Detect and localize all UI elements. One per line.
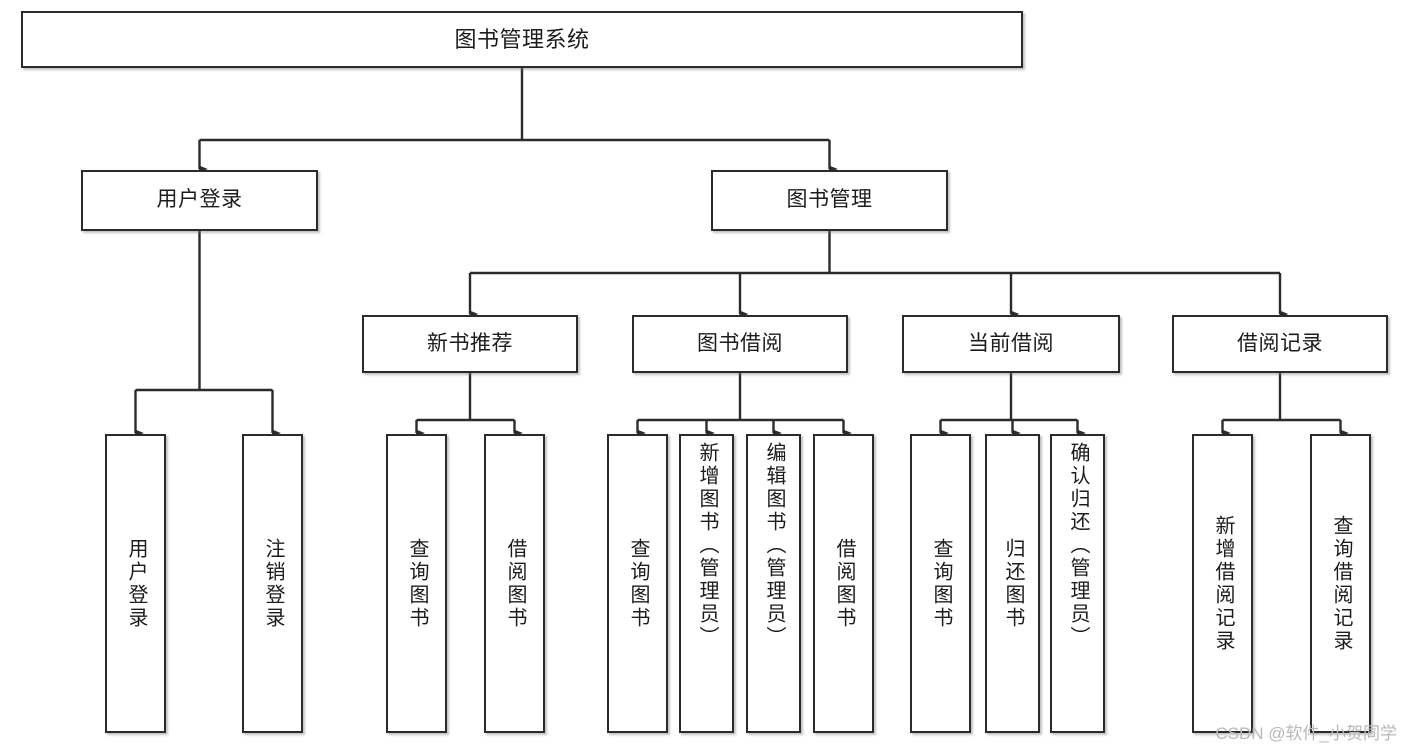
node-leaf-add-borrow-rec-label: 新增借阅记录 xyxy=(1212,514,1234,653)
node-leaf-borrow-book-1[interactable]: 借阅图书 xyxy=(484,434,545,733)
node-leaf-edit-book-admin-label: 编辑图书（管理员） xyxy=(763,442,785,649)
node-leaf-user-login[interactable]: 用户登录 xyxy=(105,434,166,733)
node-leaf-logout-login-label: 注销登录 xyxy=(262,537,284,630)
node-leaf-add-book-admin[interactable]: 新增图书（管理员） xyxy=(679,434,734,733)
node-root-title[interactable]: 图书管理系统 xyxy=(21,11,1023,68)
node-leaf-query-book-1[interactable]: 查询图书 xyxy=(386,434,447,733)
node-current-borrow-label: 当前借阅 xyxy=(968,331,1054,355)
node-borrow-record[interactable]: 借阅记录 xyxy=(1172,315,1388,373)
node-leaf-query-book-2-label: 查询图书 xyxy=(627,537,649,630)
node-leaf-confirm-return-label: 确认归还（管理员） xyxy=(1067,442,1089,649)
node-book-borrow-label: 图书借阅 xyxy=(697,331,783,355)
node-borrow-record-label: 借阅记录 xyxy=(1237,331,1323,355)
node-user-login[interactable]: 用户登录 xyxy=(81,170,318,231)
node-leaf-return-book[interactable]: 归还图书 xyxy=(985,434,1040,733)
node-root-title-label: 图书管理系统 xyxy=(454,26,590,52)
node-leaf-add-borrow-rec[interactable]: 新增借阅记录 xyxy=(1192,434,1253,733)
csdn-watermark: CSDN @软件_小贺同学 xyxy=(1215,724,1397,743)
node-leaf-borrow-book-1-label: 借阅图书 xyxy=(504,537,526,630)
node-leaf-query-book-3[interactable]: 查询图书 xyxy=(910,434,971,733)
node-leaf-borrow-book-2-label: 借阅图书 xyxy=(833,537,855,630)
node-leaf-return-book-label: 归还图书 xyxy=(1002,537,1024,630)
node-leaf-logout-login[interactable]: 注销登录 xyxy=(242,434,303,733)
node-leaf-query-book-1-label: 查询图书 xyxy=(406,537,428,630)
node-leaf-confirm-return[interactable]: 确认归还（管理员） xyxy=(1050,434,1105,733)
node-leaf-query-borrow-rec[interactable]: 查询借阅记录 xyxy=(1310,434,1371,733)
node-current-borrow[interactable]: 当前借阅 xyxy=(902,315,1120,373)
node-leaf-query-book-2[interactable]: 查询图书 xyxy=(607,434,668,733)
node-book-borrow[interactable]: 图书借阅 xyxy=(632,315,848,373)
node-leaf-query-borrow-rec-label: 查询借阅记录 xyxy=(1330,514,1352,653)
node-book-manage-label: 图书管理 xyxy=(786,188,873,212)
node-new-book-rec[interactable]: 新书推荐 xyxy=(362,315,578,373)
node-user-login-label: 用户登录 xyxy=(156,188,243,212)
node-leaf-user-login-label: 用户登录 xyxy=(125,537,147,630)
node-leaf-query-book-3-label: 查询图书 xyxy=(930,537,952,630)
node-leaf-add-book-admin-label: 新增图书（管理员） xyxy=(696,442,718,649)
node-book-manage[interactable]: 图书管理 xyxy=(711,170,948,231)
node-leaf-borrow-book-2[interactable]: 借阅图书 xyxy=(813,434,874,733)
node-leaf-edit-book-admin[interactable]: 编辑图书（管理员） xyxy=(746,434,801,733)
node-new-book-rec-label: 新书推荐 xyxy=(427,331,513,355)
